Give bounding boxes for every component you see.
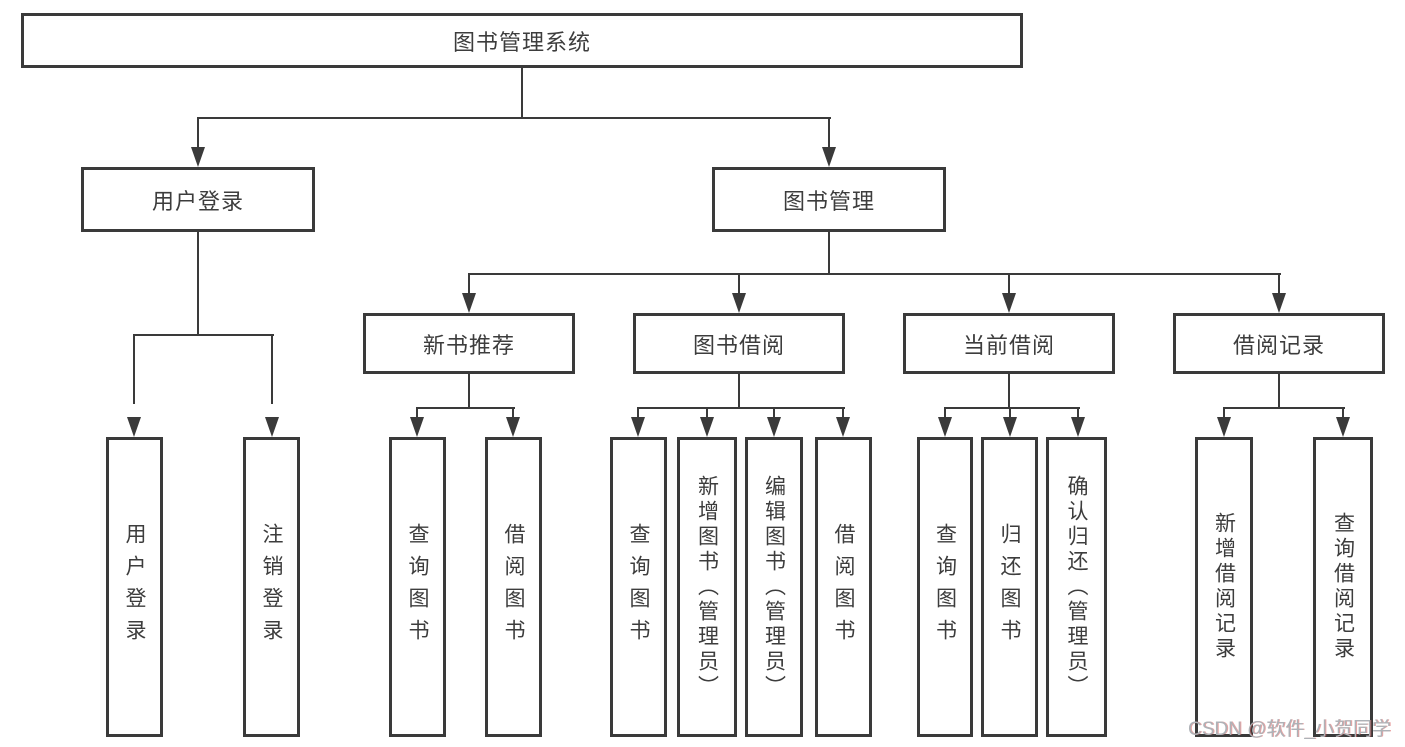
connector-to-current-borrowing xyxy=(1008,273,1010,298)
connector-book-management-stem xyxy=(828,232,830,275)
connector-to-cb-query-book xyxy=(944,407,946,421)
connector-to-cb-return-book xyxy=(1009,407,1011,421)
node-library-management-system-label: 图书管理系统 xyxy=(452,29,591,55)
node-bb-edit-book: 编辑图书（管理员） xyxy=(745,437,803,737)
node-bb-query-book: 查询图书 xyxy=(610,437,667,737)
node-book-management-label: 图书管理 xyxy=(782,188,875,214)
connector-to-bb-borrow-book xyxy=(842,407,844,421)
arrow-to-current-borrowing-icon xyxy=(1002,293,1016,313)
node-bb-borrow-book: 借阅图书 xyxy=(815,437,872,737)
connector-to-leaf-user-login xyxy=(133,334,135,404)
arrow-to-bb-add-book-icon xyxy=(700,417,714,437)
arrow-to-bb-query-book-icon xyxy=(631,417,645,437)
arrow-to-bb-borrow-book-icon xyxy=(836,417,850,437)
arrow-to-new-book-recommend-icon xyxy=(462,293,476,313)
node-cb-confirm-return-label: 确认归还（管理员） xyxy=(1065,474,1088,700)
connector-to-bb-add-book xyxy=(706,407,708,421)
connector-to-cb-confirm-return xyxy=(1077,407,1079,421)
connector-to-br-query-record xyxy=(1342,407,1344,421)
node-book-borrowing-label: 图书借阅 xyxy=(692,332,785,358)
connector-to-book-management xyxy=(828,117,830,151)
node-cb-query-book: 查询图书 xyxy=(917,437,973,737)
node-user-login-label: 用户登录 xyxy=(151,188,244,214)
arrow-to-borrowing-records-icon xyxy=(1272,293,1286,313)
connector-new-book-recommend-stem xyxy=(468,374,470,409)
node-bb-add-book-label: 新增图书（管理员） xyxy=(695,474,719,700)
connector-new-book-recommend-branch xyxy=(416,407,515,409)
node-user-login: 用户登录 xyxy=(81,167,315,232)
connector-to-bb-edit-book xyxy=(773,407,775,421)
connector-root-stem xyxy=(521,68,523,118)
node-rec-borrow-book-label: 借阅图书 xyxy=(502,523,525,651)
connector-root-branch xyxy=(197,117,831,119)
connector-book-borrowing-branch xyxy=(637,407,845,409)
arrow-to-rec-query-book-icon xyxy=(410,417,424,437)
arrow-to-rec-borrow-book-icon xyxy=(506,417,520,437)
node-br-add-record: 新增借阅记录 xyxy=(1195,437,1253,737)
arrow-to-book-management-icon xyxy=(822,147,836,167)
connector-to-leaf-logout xyxy=(271,334,273,404)
connector-borrowing-records-stem xyxy=(1278,374,1280,409)
node-leaf-user-login-label: 用户登录 xyxy=(123,523,146,651)
node-current-borrowing: 当前借阅 xyxy=(903,313,1115,374)
arrow-to-leaf-user-login-icon xyxy=(127,417,141,437)
node-book-management: 图书管理 xyxy=(712,167,946,232)
arrow-to-leaf-logout-icon xyxy=(265,417,279,437)
node-leaf-user-login: 用户登录 xyxy=(106,437,163,737)
node-new-book-recommend: 新书推荐 xyxy=(363,313,575,374)
arrow-to-br-add-record-icon xyxy=(1217,417,1231,437)
connector-current-borrowing-branch xyxy=(944,407,1080,409)
node-leaf-logout-label: 注销登录 xyxy=(260,523,283,651)
node-br-query-record-label: 查询借阅记录 xyxy=(1331,512,1355,662)
node-rec-query-book-label: 查询图书 xyxy=(406,523,429,651)
node-br-query-record: 查询借阅记录 xyxy=(1313,437,1373,737)
connector-to-bb-query-book xyxy=(637,407,639,421)
connector-to-user-login xyxy=(197,117,199,151)
connector-to-book-borrowing xyxy=(738,273,740,298)
node-cb-confirm-return: 确认归还（管理员） xyxy=(1046,437,1107,737)
connector-to-br-add-record xyxy=(1223,407,1225,421)
node-bb-query-book-label: 查询图书 xyxy=(627,523,650,651)
connector-to-new-book-recommend xyxy=(468,273,470,298)
node-new-book-recommend-label: 新书推荐 xyxy=(422,332,515,358)
connector-to-rec-query-book xyxy=(416,407,418,421)
node-cb-return-book-label: 归还图书 xyxy=(998,523,1021,651)
connector-current-borrowing-stem xyxy=(1008,374,1010,409)
node-cb-return-book: 归还图书 xyxy=(981,437,1038,737)
node-current-borrowing-label: 当前借阅 xyxy=(962,332,1055,358)
node-rec-query-book: 查询图书 xyxy=(389,437,446,737)
arrow-to-br-query-record-icon xyxy=(1336,417,1350,437)
node-leaf-logout: 注销登录 xyxy=(243,437,300,737)
arrow-to-cb-query-book-icon xyxy=(938,417,952,437)
arrow-to-user-login-icon xyxy=(191,147,205,167)
node-book-borrowing: 图书借阅 xyxy=(633,313,845,374)
connector-book-borrowing-stem xyxy=(738,374,740,409)
node-bb-edit-book-label: 编辑图书（管理员） xyxy=(762,474,786,700)
node-library-management-system: 图书管理系统 xyxy=(21,13,1023,68)
csdn-watermark: CSDN @软件_小贺同学 xyxy=(1188,719,1391,740)
arrow-to-book-borrowing-icon xyxy=(732,293,746,313)
connector-user-login-branch xyxy=(133,334,274,336)
connector-book-management-branch xyxy=(468,273,1281,275)
node-br-add-record-label: 新增借阅记录 xyxy=(1212,512,1236,662)
arrow-to-cb-confirm-return-icon xyxy=(1071,417,1085,437)
connector-borrowing-records-branch xyxy=(1223,407,1345,409)
arrow-to-bb-edit-book-icon xyxy=(767,417,781,437)
node-borrowing-records: 借阅记录 xyxy=(1173,313,1385,374)
arrow-to-cb-return-book-icon xyxy=(1003,417,1017,437)
node-borrowing-records-label: 借阅记录 xyxy=(1232,332,1325,358)
node-rec-borrow-book: 借阅图书 xyxy=(485,437,542,737)
node-bb-borrow-book-label: 借阅图书 xyxy=(832,523,855,651)
node-bb-add-book: 新增图书（管理员） xyxy=(677,437,737,737)
node-cb-query-book-label: 查询图书 xyxy=(933,523,957,651)
connector-to-borrowing-records xyxy=(1278,273,1280,298)
connector-user-login-stem xyxy=(197,232,199,336)
connector-to-rec-borrow-book xyxy=(512,407,514,421)
